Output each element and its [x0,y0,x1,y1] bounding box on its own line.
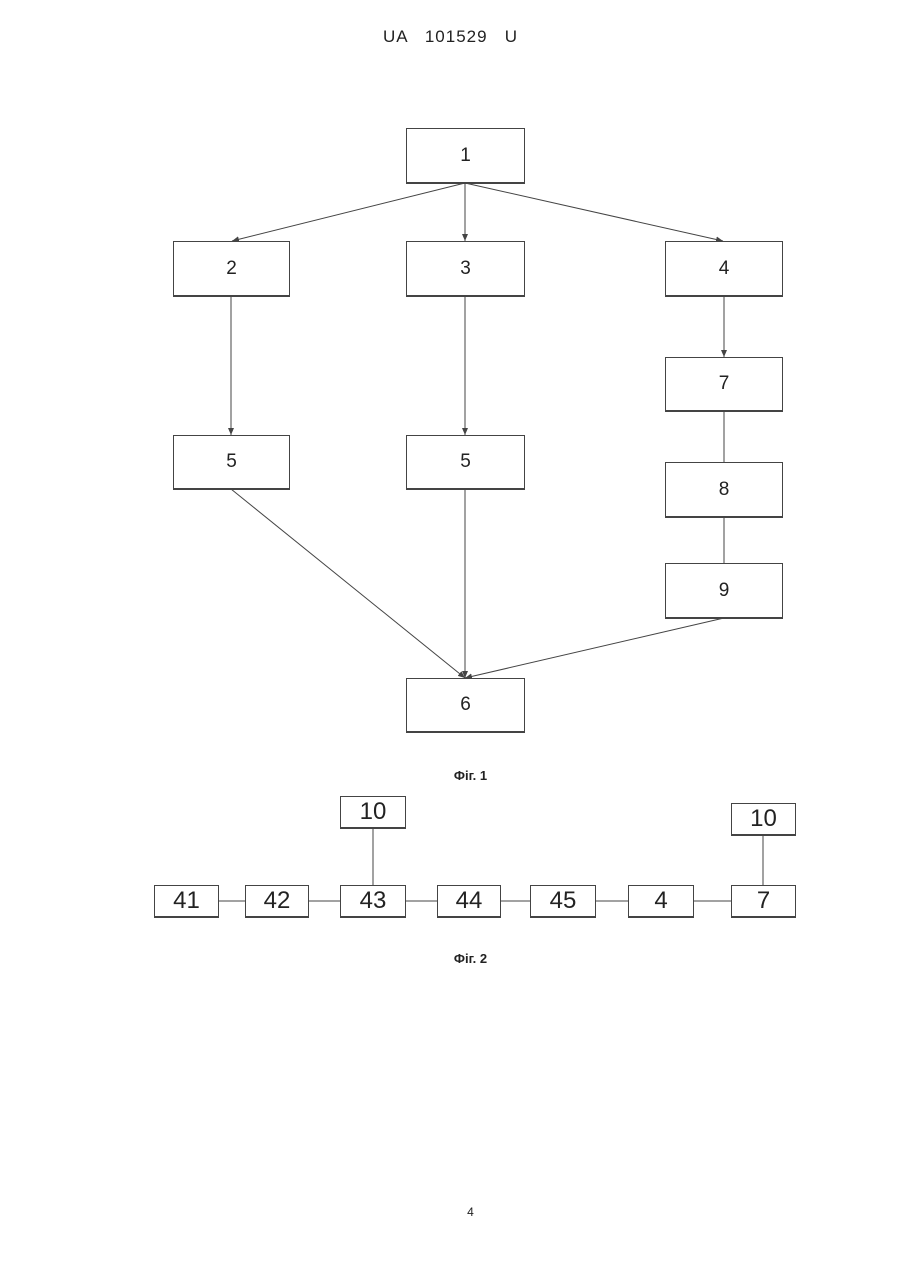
figure-1-caption: Фіг. 1 [0,768,901,783]
block-10-left: 10 [340,796,406,829]
block-9: 9 [665,563,783,619]
block-2: 2 [173,241,290,297]
arrow-1-to-2 [232,183,465,241]
block-41: 41 [154,885,219,918]
arrow-5-to-6 [231,489,465,678]
block-8: 8 [665,462,783,518]
block-42: 42 [245,885,309,918]
block-45: 45 [530,885,596,918]
block-5-left: 5 [173,435,290,490]
block-7-fig2: 7 [731,885,796,918]
block-1: 1 [406,128,525,184]
page-number: 4 [0,1205,901,1219]
arrow-1-to-4 [465,183,723,241]
block-7: 7 [665,357,783,412]
block-10-right: 10 [731,803,796,836]
block-44: 44 [437,885,501,918]
block-6: 6 [406,678,525,733]
figure-2-caption: Фіг. 2 [0,951,901,966]
block-3: 3 [406,241,525,297]
block-4-fig2: 4 [628,885,694,918]
block-5-center: 5 [406,435,525,490]
block-43: 43 [340,885,406,918]
arrow-9-to-6 [465,618,724,678]
block-4: 4 [665,241,783,297]
